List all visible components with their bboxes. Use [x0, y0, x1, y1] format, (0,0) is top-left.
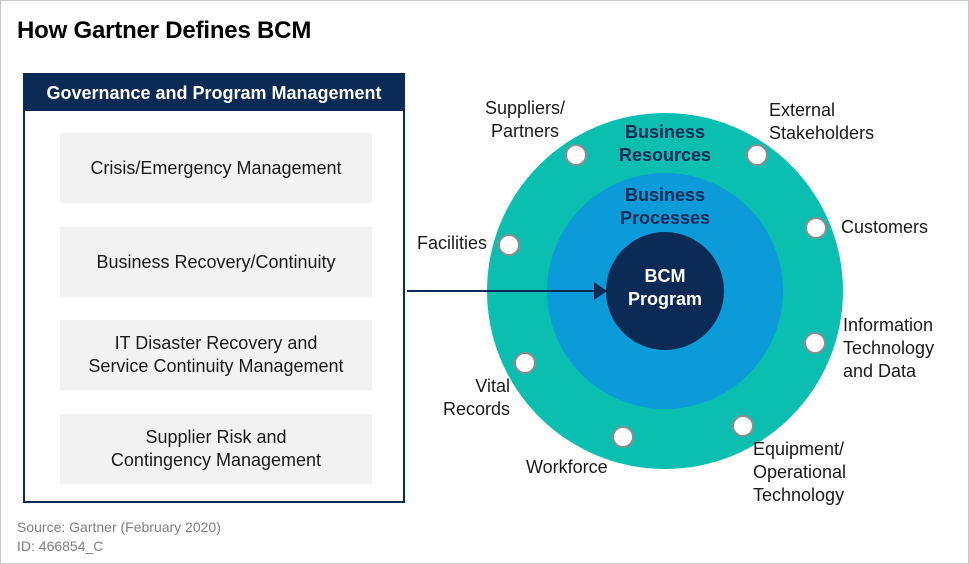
- stakeholder-text: Suppliers/: [484, 98, 566, 118]
- stakeholder-text: Technology: [843, 338, 935, 358]
- node-information-technology: [804, 332, 826, 354]
- stakeholder-text: and Data: [843, 361, 917, 381]
- stakeholder-text: Technology: [753, 485, 845, 505]
- bcm-program-core: [606, 232, 724, 350]
- core-label-line: Program: [627, 289, 703, 309]
- stakeholder-information-technology: Information Technology and Data: [843, 314, 934, 383]
- governance-item-crisis: Crisis/Emergency Management: [60, 133, 372, 203]
- governance-panel: Governance and Program Management Crisis…: [23, 73, 405, 503]
- ring-label-line: Business: [624, 185, 706, 205]
- stakeholder-customers: Customers: [841, 216, 928, 239]
- ring-label-line: Resources: [618, 145, 712, 165]
- stakeholder-text: External: [769, 100, 836, 120]
- node-facilities: [498, 234, 520, 256]
- stakeholder-text: Facilities: [417, 233, 488, 253]
- stakeholder-text: Partners: [490, 121, 560, 141]
- governance-item-text: Crisis/Emergency Management: [90, 157, 342, 178]
- stakeholder-text: Workforce: [526, 457, 608, 477]
- node-customers: [805, 217, 827, 239]
- node-external-stakeholders: [746, 144, 768, 166]
- business-resources-label: Business Resources: [605, 121, 725, 167]
- page-title: How Gartner Defines BCM: [17, 17, 312, 44]
- node-vital-records: [514, 352, 536, 374]
- stakeholder-text: Equipment/: [753, 439, 845, 459]
- governance-header: Governance and Program Management: [25, 75, 403, 111]
- node-workforce: [612, 426, 634, 448]
- governance-item-text: Business Recovery/Continuity: [96, 251, 336, 272]
- stakeholder-text: Records: [442, 399, 510, 419]
- core-label-line: BCM: [644, 266, 686, 286]
- governance-item-text: Service Continuity Management: [88, 356, 344, 376]
- figure-id: ID: 466854_C: [17, 538, 104, 554]
- stakeholder-vital-records: Vital Records: [430, 375, 510, 421]
- governance-item-recovery: Business Recovery/Continuity: [60, 227, 372, 297]
- stakeholder-external-stakeholders: External Stakeholders: [769, 99, 874, 145]
- stakeholder-facilities: Facilities: [417, 232, 487, 255]
- business-processes-label: Business Processes: [605, 184, 725, 230]
- stakeholder-suppliers-partners: Suppliers/ Partners: [470, 97, 580, 143]
- node-suppliers: [565, 144, 587, 166]
- stakeholder-text: Customers: [841, 217, 929, 237]
- stakeholder-text: Information: [843, 315, 934, 335]
- connector-arrowhead: [594, 282, 607, 300]
- governance-item-text: IT Disaster Recovery and: [114, 333, 318, 353]
- node-equipment: [732, 415, 754, 437]
- stakeholder-workforce: Workforce: [526, 456, 608, 479]
- bcm-program-label: BCM Program: [605, 265, 725, 311]
- stakeholder-text: Stakeholders: [769, 123, 875, 143]
- governance-item-text: Contingency Management: [110, 450, 322, 470]
- governance-item-text: Supplier Risk and: [145, 427, 287, 447]
- stakeholder-equipment: Equipment/ Operational Technology: [753, 438, 846, 507]
- ring-label-line: Business: [624, 122, 706, 142]
- stakeholder-text: Operational: [753, 462, 847, 482]
- ring-label-line: Processes: [619, 208, 711, 228]
- source-note: Source: Gartner (February 2020): [17, 519, 221, 535]
- stakeholder-text: Vital: [475, 376, 510, 396]
